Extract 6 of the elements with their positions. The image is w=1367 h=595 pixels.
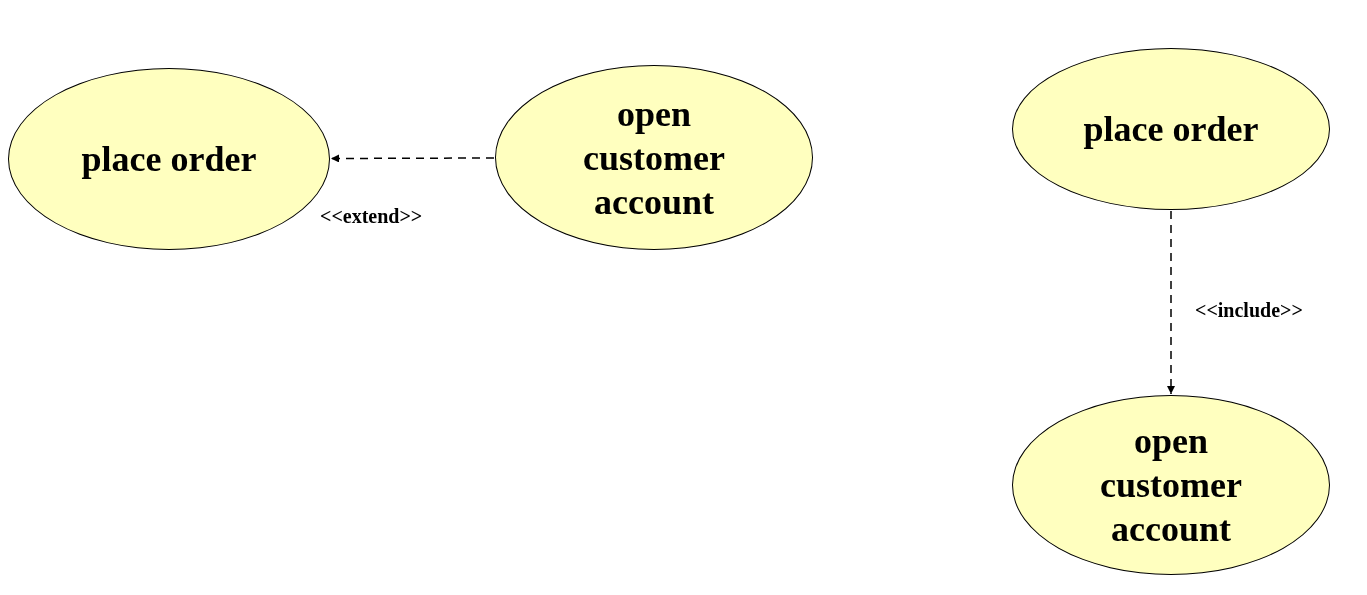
dashed-arrow	[1167, 210, 1175, 395]
dashed-arrow	[330, 154, 495, 163]
use-case-label: place order	[1082, 108, 1260, 151]
use-case-label: open customer account	[1099, 420, 1243, 551]
use-case-label: place order	[80, 138, 258, 181]
use-case-label: open customer account	[582, 92, 726, 224]
